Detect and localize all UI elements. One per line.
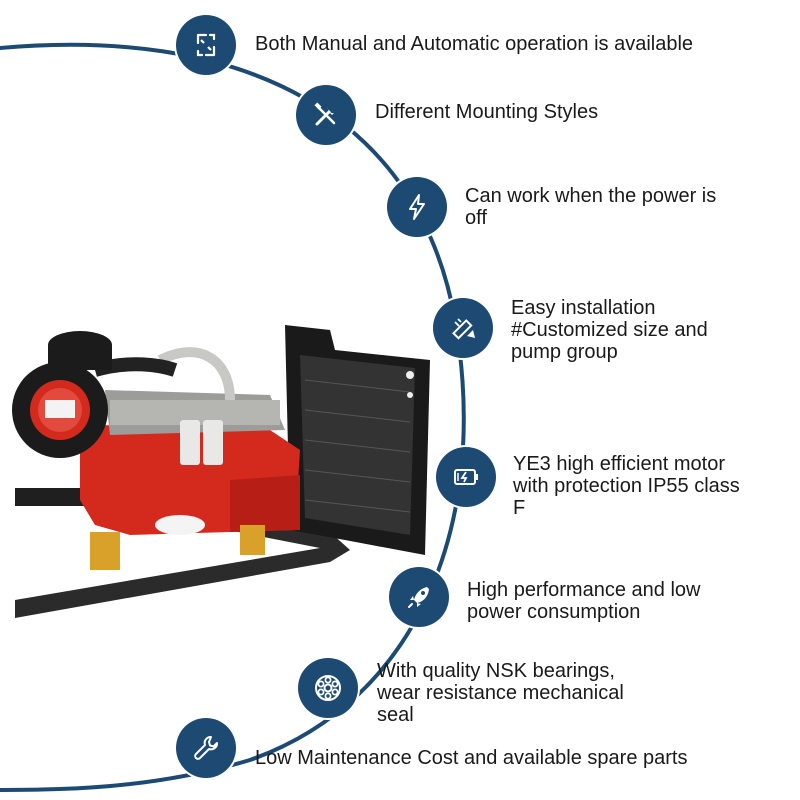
rocket-icon — [408, 587, 429, 608]
feature-4-text: Easy installation #Customized size and p… — [511, 297, 708, 363]
feature-4-icon-circle — [433, 298, 493, 358]
feature-7-icon-circle — [298, 658, 358, 718]
diesel-engine-image — [12, 325, 430, 618]
feature-8-icon-circle — [176, 718, 236, 778]
lightning-icon — [409, 194, 425, 220]
feature-3-text: Can work when the power is off — [465, 185, 717, 229]
feature-2-text: Different Mounting Styles — [375, 101, 599, 123]
pencil-ruler-icon — [452, 318, 475, 340]
tools-icon — [314, 102, 336, 126]
feature-1-text: Both Manual and Automatic operation is a… — [255, 33, 694, 55]
feature-6-icon-circle — [389, 567, 449, 627]
feature-2-icon-circle — [296, 85, 356, 145]
feature-3-icon-circle — [387, 177, 447, 237]
feature-1-icon-circle — [176, 15, 236, 75]
wrench-icon — [194, 736, 218, 760]
feature-7-text: With quality NSK bearings, wear resistan… — [377, 660, 624, 726]
feature-6-text: High performance and low power consumpti… — [467, 579, 701, 623]
sync-arrows-icon — [196, 33, 216, 57]
motor-icon — [454, 469, 478, 485]
bearing-icon — [315, 675, 341, 701]
feature-5-icon-circle — [436, 447, 496, 507]
feature-5-text: YE3 high efficient motor with protection… — [513, 453, 740, 519]
feature-8-text: Low Maintenance Cost and available spare… — [255, 747, 688, 769]
